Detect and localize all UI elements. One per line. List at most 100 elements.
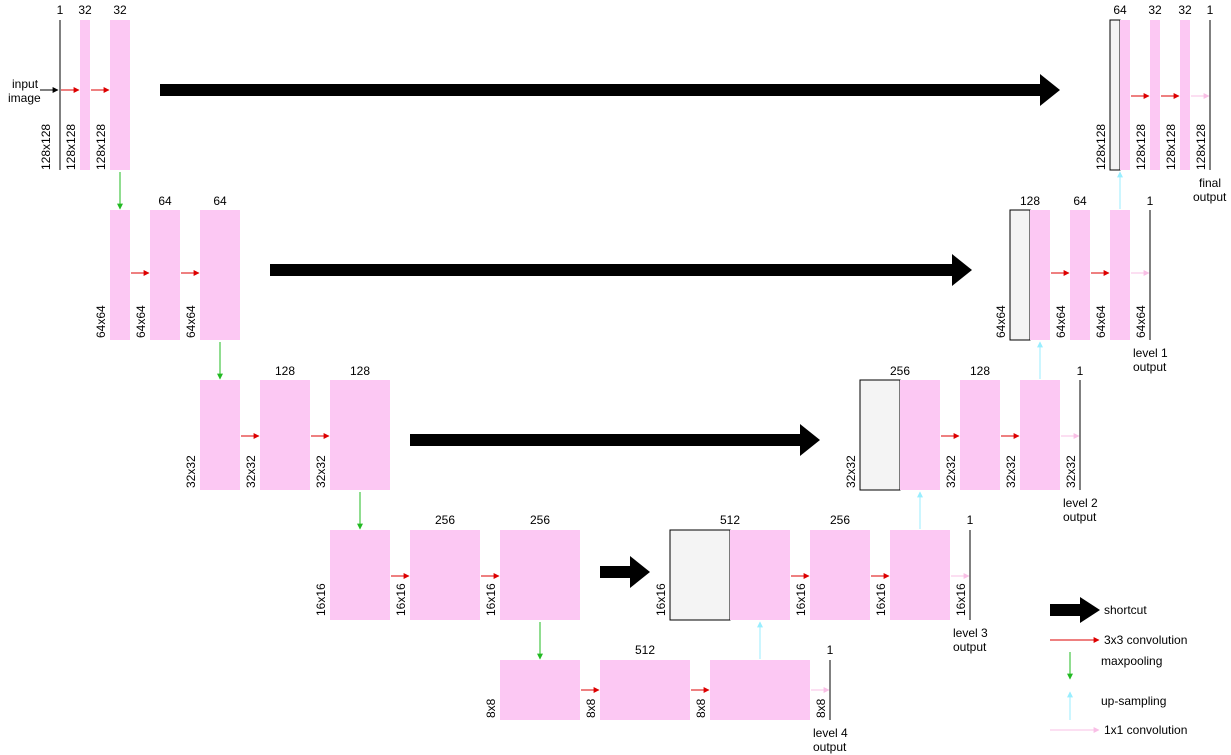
channel-label: 1 bbox=[827, 643, 834, 657]
channel-label: 512 bbox=[635, 643, 655, 657]
feature-block bbox=[600, 660, 690, 720]
size-label: 16x16 bbox=[794, 583, 808, 616]
legend-shortcut-label: shortcut bbox=[1104, 603, 1147, 617]
channel-label: 32 bbox=[1178, 3, 1192, 17]
feature-block bbox=[330, 530, 390, 620]
channel-label: 512 bbox=[720, 513, 740, 527]
size-label: 8x8 bbox=[694, 698, 708, 718]
channel-label: 256 bbox=[530, 513, 550, 527]
encoder-level-2: 128 128 32x32 32x32 32x32 bbox=[184, 364, 390, 490]
concat-block bbox=[1009, 209, 1031, 341]
feature-block bbox=[200, 380, 240, 490]
size-label: 16x16 bbox=[654, 583, 668, 616]
feature-block bbox=[500, 530, 580, 620]
feature-block bbox=[1180, 20, 1190, 170]
size-label: 32x32 bbox=[184, 455, 198, 488]
size-label: 8x8 bbox=[484, 698, 498, 718]
size-label: 32x32 bbox=[944, 455, 958, 488]
channel-label: 256 bbox=[890, 364, 910, 378]
size-label: 128x128 bbox=[1094, 124, 1108, 170]
feature-block bbox=[150, 210, 180, 340]
channel-label: 256 bbox=[435, 513, 455, 527]
shortcut-arrow-level-3 bbox=[600, 556, 650, 588]
channel-label: 64 bbox=[158, 194, 172, 208]
channel-label: 1 bbox=[1077, 364, 1084, 378]
size-label: 16x16 bbox=[954, 583, 968, 616]
size-label: 64x64 bbox=[1134, 305, 1148, 338]
size-label: 32x32 bbox=[1004, 455, 1018, 488]
size-label: 128x128 bbox=[1164, 124, 1178, 170]
channel-label: 256 bbox=[830, 513, 850, 527]
size-label: 64x64 bbox=[1094, 305, 1108, 338]
feature-block bbox=[110, 20, 130, 170]
shortcut-arrow-level-2 bbox=[410, 424, 820, 456]
channel-label: 64 bbox=[1113, 3, 1127, 17]
size-label: 128x128 bbox=[39, 124, 53, 170]
feature-block bbox=[260, 380, 310, 490]
feature-block bbox=[1020, 380, 1060, 490]
size-label: 16x16 bbox=[314, 583, 328, 616]
channel-label: 128 bbox=[970, 364, 990, 378]
decoder-level-3: 512 256 1 16x16 16x16 16x16 16x16 level … bbox=[654, 513, 988, 654]
feature-block bbox=[330, 380, 390, 490]
legend-conv3x3-label: 3x3 convolution bbox=[1104, 633, 1187, 647]
size-label: 32x32 bbox=[314, 455, 328, 488]
size-label: 32x32 bbox=[844, 455, 858, 488]
feature-block bbox=[730, 530, 790, 620]
channel-label: 32 bbox=[113, 3, 127, 17]
feature-block bbox=[900, 380, 940, 490]
concat-block bbox=[669, 529, 731, 621]
channel-label: 1 bbox=[1147, 194, 1154, 208]
feature-block bbox=[890, 530, 950, 620]
shortcut-arrow-level-0 bbox=[160, 74, 1060, 106]
legend-conv1x1-label: 1x1 convolution bbox=[1104, 723, 1187, 737]
channel-label: 64 bbox=[213, 194, 227, 208]
size-label: 8x8 bbox=[814, 698, 828, 718]
size-label: 64x64 bbox=[1054, 305, 1068, 338]
feature-block bbox=[110, 210, 130, 340]
encoder-level-1: 64 64 64x64 64x64 64x64 bbox=[94, 194, 240, 340]
size-label: 64x64 bbox=[134, 305, 148, 338]
size-label: 16x16 bbox=[394, 583, 408, 616]
size-label: 64x64 bbox=[184, 305, 198, 338]
channel-label: 1 bbox=[57, 3, 64, 17]
size-label: 64x64 bbox=[94, 305, 108, 338]
feature-block bbox=[1110, 210, 1130, 340]
feature-block bbox=[200, 210, 240, 340]
feature-block bbox=[1030, 210, 1050, 340]
size-label: 128x128 bbox=[64, 124, 78, 170]
size-label: 8x8 bbox=[584, 698, 598, 718]
channel-label: 1 bbox=[967, 513, 974, 527]
size-label: 128x128 bbox=[1194, 124, 1208, 170]
size-label: 16x16 bbox=[484, 583, 498, 616]
concat-block bbox=[859, 379, 901, 491]
decoder-level-1: 128 64 1 64x64 64x64 64x64 64x64 level 1… bbox=[994, 194, 1168, 374]
feature-block bbox=[1070, 210, 1090, 340]
feature-block bbox=[500, 660, 580, 720]
concat-block bbox=[1109, 19, 1121, 171]
legend-maxpool-label: maxpooling bbox=[1101, 654, 1162, 668]
feature-block bbox=[960, 380, 1000, 490]
size-label: 32x32 bbox=[1064, 455, 1078, 488]
legend-upsample-label: up-sampling bbox=[1101, 694, 1166, 708]
size-label: 128x128 bbox=[94, 124, 108, 170]
encoder-level-3: 256 256 16x16 16x16 16x16 bbox=[314, 513, 580, 620]
feature-block bbox=[710, 660, 810, 720]
channel-label: 32 bbox=[1148, 3, 1162, 17]
size-label: 16x16 bbox=[874, 583, 888, 616]
channel-label: 32 bbox=[78, 3, 92, 17]
decoder-level-0: 64 32 32 1 128x128 128x128 128x128 128x1… bbox=[1094, 3, 1227, 204]
size-label: 128x128 bbox=[1134, 124, 1148, 170]
channel-label: 128 bbox=[350, 364, 370, 378]
decoder-level-2: 256 128 1 32x32 32x32 32x32 32x32 level … bbox=[844, 364, 1098, 524]
channel-label: 64 bbox=[1073, 194, 1087, 208]
feature-block bbox=[410, 530, 480, 620]
